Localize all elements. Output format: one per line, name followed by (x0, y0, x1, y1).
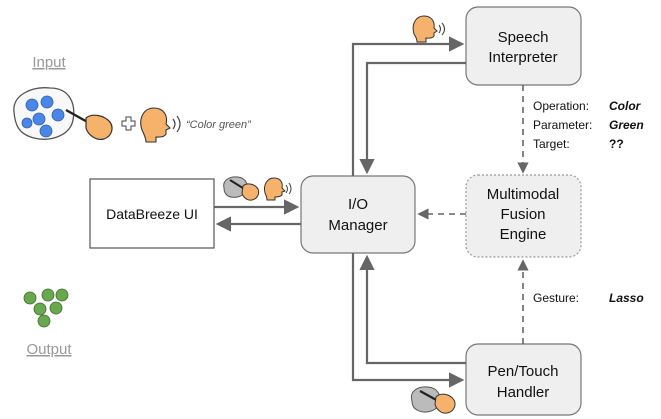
speaking-head-icon (140, 107, 181, 143)
pen-hand-icon (419, 390, 456, 414)
target-key: Target: (533, 137, 570, 151)
arrow-io-to-pen (351, 253, 465, 388)
pen-touch-handler-label-2: Handler (497, 384, 550, 401)
output-dots-group (23, 288, 69, 328)
parameter-value: Green (609, 118, 644, 132)
gesture-annotation: Gesture: Lasso (533, 291, 644, 305)
input-dots-group (13, 87, 75, 140)
gesture-value: Lasso (609, 291, 644, 305)
blue-dot (51, 108, 65, 122)
operation-key: Operation: (533, 99, 589, 113)
gesture-key: Gesture: (533, 291, 579, 305)
databreeze-ui-label: DataBreeze UI (106, 206, 198, 222)
speech-annotations: Operation: Color Parameter: Green Target… (533, 99, 644, 151)
green-dot (37, 314, 51, 328)
speech-interpreter-box (465, 6, 582, 86)
connector-arrows (214, 36, 466, 388)
arrow-speech-to-io (359, 61, 466, 175)
arrow-io-to-speech (351, 36, 465, 176)
blue-dot (25, 98, 39, 112)
fusion-engine-label-3: Engine (500, 226, 547, 243)
blue-dot (32, 112, 46, 126)
arrow-pen-to-io (359, 254, 466, 365)
green-dot (55, 288, 69, 302)
green-dot (23, 291, 37, 305)
fusion-engine-label-1: Multimodal (487, 186, 560, 203)
blue-dot (21, 117, 33, 129)
io-manager-label-1: I/O (348, 196, 368, 213)
blue-dot (40, 95, 54, 109)
green-dot (49, 301, 63, 315)
speech-interpreter-label-2: Interpreter (488, 49, 557, 66)
plus-icon (121, 116, 136, 131)
pen-hand-icon (65, 108, 113, 140)
blue-dot (39, 124, 53, 138)
input-label: Input (32, 54, 66, 71)
green-dot (33, 302, 47, 316)
pen-touch-handler-label-1: Pen/Touch (488, 363, 559, 380)
fusion-engine-box (465, 174, 582, 258)
speech-interpreter-label-1: Speech (498, 29, 549, 46)
fusion-engine-label-2: Fusion (500, 206, 545, 223)
speaking-head-icon (264, 177, 292, 201)
target-value: ?? (609, 137, 624, 151)
speaking-head-icon (412, 15, 446, 43)
output-label: Output (26, 341, 72, 358)
parameter-key: Parameter: (533, 118, 592, 132)
green-dot (41, 288, 55, 302)
pen-hand-icon (229, 179, 260, 201)
databreeze-ui-box (89, 178, 215, 249)
dashed-connectors (417, 85, 529, 344)
io-manager-box (300, 175, 416, 254)
input-quote: “Color green” (186, 119, 252, 131)
io-manager-label-2: Manager (328, 217, 387, 234)
operation-value: Color (609, 99, 642, 113)
